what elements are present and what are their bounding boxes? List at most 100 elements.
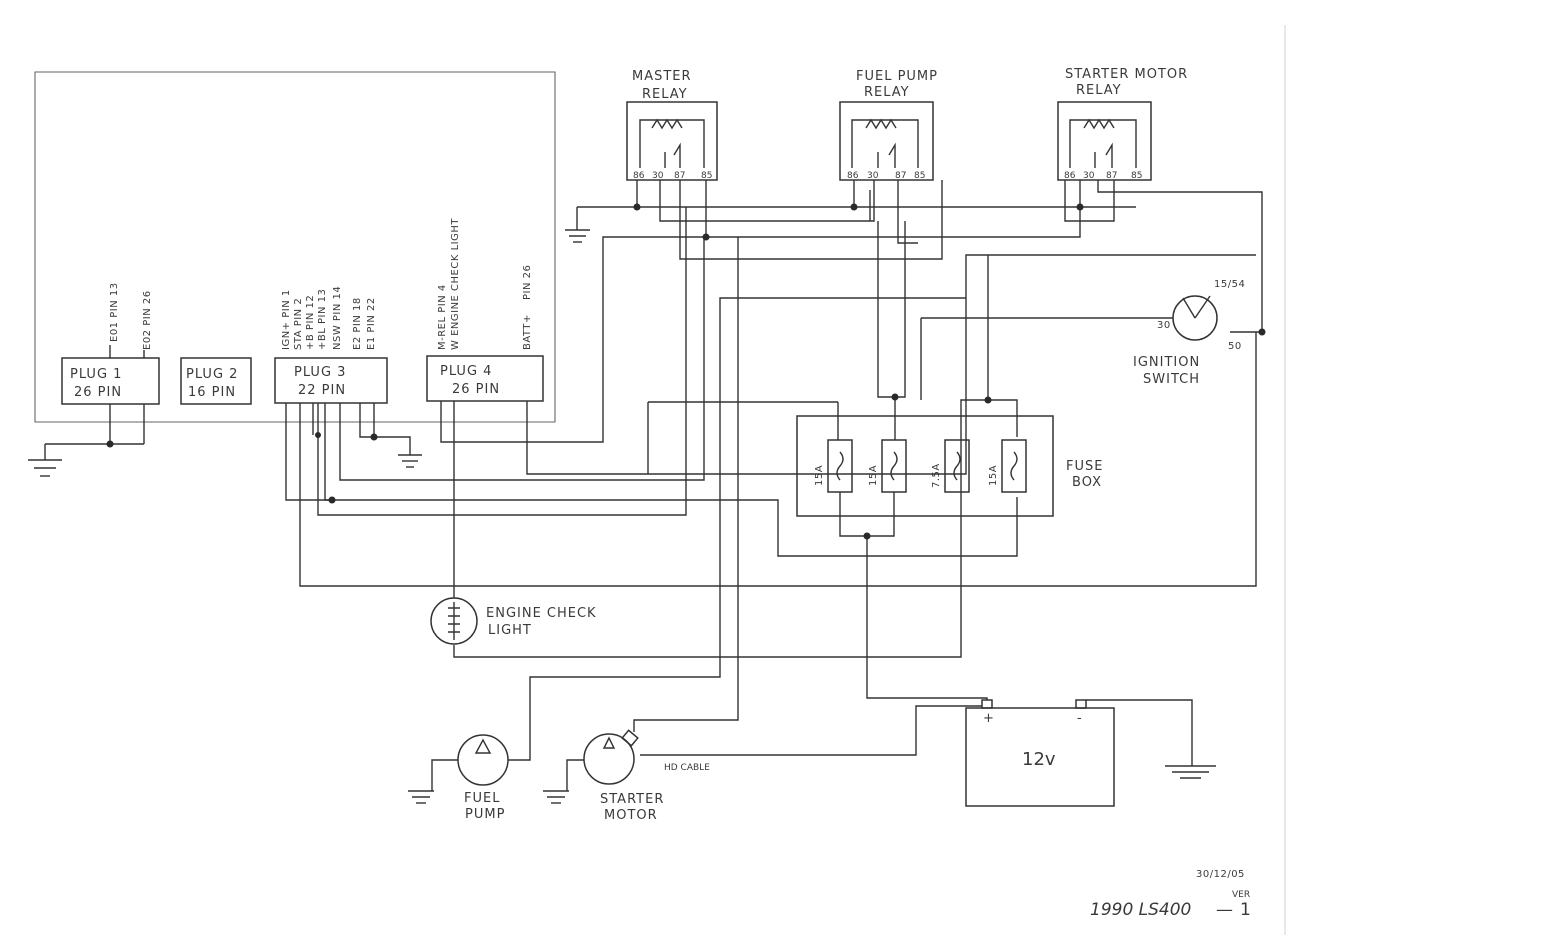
plug-4-subtitle: 26 PIN: [452, 382, 500, 397]
ground-symbol-ecu: [28, 459, 62, 477]
junction-dot: [863, 532, 871, 540]
ecu-outline: [34, 71, 556, 423]
fuse-2-rating: 15A: [868, 465, 879, 486]
motor-arrow-icon: [602, 736, 616, 749]
battery-case: [965, 707, 1115, 807]
battery-positive-post: [981, 699, 993, 709]
plug-3: PLUG 3 22 PIN IGN+ PIN 1 STA PIN 2 +B PI…: [274, 286, 388, 404]
fuse-3: [944, 439, 970, 493]
starter-relay-pin-30: 30: [1083, 171, 1095, 181]
junction-dot: [1076, 203, 1084, 211]
plug-3-pin-sta: STA PIN 2: [293, 298, 304, 350]
plug-4-box: [426, 355, 544, 402]
ignition-subtitle: SWITCH: [1143, 372, 1200, 387]
wire-starter-relay: [1064, 180, 1115, 222]
wire-plug3-b: [312, 403, 1018, 557]
starter-relay-box: [1057, 101, 1152, 181]
plug-4-pin-26: PIN 26: [522, 265, 533, 300]
wire-master-87: [679, 180, 943, 260]
fuse-box-subtitle: BOX: [1072, 475, 1102, 490]
fuel-pump-relay-pin-86: 86: [847, 171, 859, 181]
engine-check-light: ENGINE CHECK LIGHT: [430, 597, 596, 645]
wire-plug3-nsw: [339, 237, 705, 481]
starter-relay-coil-frame: [1069, 119, 1137, 168]
junction-dots: [106, 203, 1266, 540]
starter-motor-relay: STARTER MOTOR RELAY 86 30 87 85: [1057, 67, 1188, 181]
footer-model: 1990 LS400: [1090, 900, 1191, 920]
plug-1: PLUG 1 26 PIN E01 PIN 13 E02 PIN 26: [61, 282, 160, 405]
junction-dot: [702, 233, 710, 241]
wire-plug3-bl: [317, 207, 687, 516]
starter-relay-title: STARTER MOTOR: [1065, 67, 1188, 82]
fuse-element: [890, 451, 898, 481]
ignition-terminal-30: 30: [1157, 320, 1171, 331]
wire-plug4-w: [453, 399, 1018, 658]
fuse-box-outline: [796, 415, 1054, 517]
footer: 30/12/05 1990 LS400 — VER 1: [1090, 869, 1251, 920]
footer-date: 30/12/05: [1196, 869, 1245, 880]
starter-motor: STARTER MOTOR HD CABLE: [583, 729, 710, 823]
wiring: [44, 180, 1263, 791]
battery-minus-sign: -: [1077, 711, 1083, 726]
fuel-pump-relay-pin-30: 30: [867, 171, 879, 181]
fuel-pump-subtitle: PUMP: [465, 807, 505, 822]
wire-fuel-pump: [431, 297, 966, 791]
plug-3-pin-ign: IGN+ PIN 1: [281, 289, 292, 350]
junction-dot: [891, 393, 899, 401]
master-relay-switch: [664, 142, 681, 168]
wire-fuel-relay: [853, 180, 918, 244]
ignition-title: IGNITION: [1133, 355, 1200, 370]
ground-symbol-plug3: [398, 454, 422, 468]
starter-relay-pin-86: 86: [1064, 171, 1076, 181]
plug-3-box: [274, 357, 388, 404]
plug-3-pin-e2: E2 PIN 18: [352, 297, 363, 350]
fuse-3-rating: 7.5A: [931, 463, 942, 488]
fuel-pump-relay: FUEL PUMP RELAY 86 30 87 85: [839, 69, 938, 181]
starter-relay-pin-87: 87: [1106, 171, 1117, 181]
plug-1-subtitle: 26 PIN: [74, 385, 122, 400]
fuse-box-title: FUSE: [1066, 459, 1103, 474]
footer-version-label: VER: [1232, 890, 1250, 900]
fuel-pump-relay-coil: [865, 118, 897, 130]
starter-motor-body: [583, 733, 635, 785]
fuel-pump-relay-title: FUEL PUMP: [856, 69, 938, 84]
master-relay: MASTER RELAY 86 30 87 85: [626, 69, 718, 181]
plug-4-pin-w: W ENGINE CHECK LIGHT: [450, 218, 461, 350]
wire-starter-solenoid: [633, 237, 739, 732]
wire-relay-86-30: [636, 180, 875, 222]
wire-plug4-batt: [526, 254, 1256, 475]
wire-relay-ground-bus: [576, 206, 1136, 230]
plug-4-title: PLUG 4: [440, 364, 492, 379]
fuse-4-rating: 15A: [988, 465, 999, 486]
footer-version-dash: —: [1216, 900, 1233, 920]
ignition-terminal-50: 50: [1228, 341, 1242, 352]
wire-starter-ground: [566, 759, 584, 791]
ground-symbol-battery: [1165, 765, 1216, 779]
starter-relay-subtitle: RELAY: [1076, 83, 1122, 98]
starter-motor-title: STARTER: [600, 792, 664, 807]
wire-fuel-relay-to-fuse: [877, 221, 906, 398]
hd-cable-label: HD CABLE: [664, 763, 710, 773]
plug-3-pin-b: +B PIN 12: [305, 295, 316, 350]
wire-plug3-ground: [359, 403, 411, 455]
starter-relay-switch: [1094, 142, 1113, 168]
ignition-switch-key: [1194, 295, 1211, 319]
junction-dot: [1258, 328, 1266, 336]
wire-fuses-to-battery: [839, 492, 988, 700]
fuel-pump: FUEL PUMP: [457, 734, 509, 822]
engine-check-light-subtitle: LIGHT: [488, 623, 532, 638]
wire-fuse-1-feed: [648, 318, 922, 440]
wire-plug4-mrel: [440, 236, 706, 443]
plug-1-title: PLUG 1: [70, 367, 122, 382]
master-relay-pin-86: 86: [633, 171, 645, 181]
fuel-pump-relay-coil-frame: [851, 119, 919, 168]
wire-hd-cable: [640, 705, 982, 756]
ignition-terminal-15-54: 15/54: [1214, 279, 1245, 290]
fuse-element: [953, 451, 961, 481]
wire-starter-to-ignition: [1097, 180, 1263, 333]
junction-dot: [315, 432, 321, 438]
battery-plus-sign: +: [983, 711, 995, 726]
starter-relay-pin-85: 85: [1131, 171, 1142, 181]
master-relay-pin-30: 30: [652, 171, 664, 181]
